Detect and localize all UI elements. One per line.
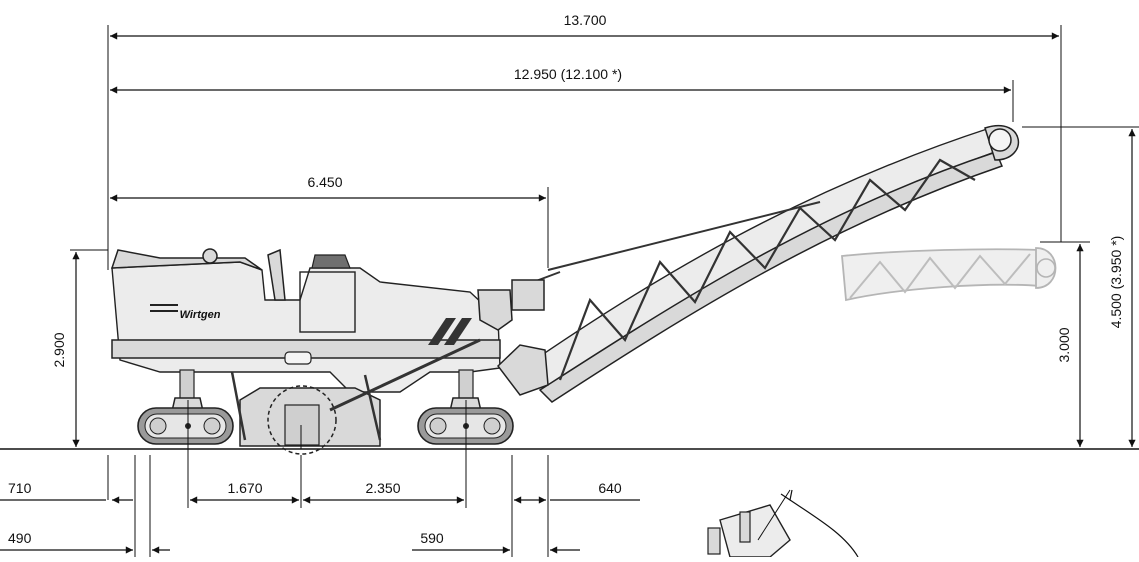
label-front-track-offset: 490	[8, 530, 32, 546]
milling-machine: Wirtgen	[110, 248, 549, 455]
conveyor-raised	[511, 125, 1020, 403]
label-conveyor-length: 12.950 (12.100 *)	[514, 66, 622, 82]
conveyor-swivel-view	[707, 489, 859, 558]
label-rear-track-offset: 590	[420, 530, 444, 546]
brand-logo: Wirtgen	[180, 309, 221, 321]
conveyor-lowered-ghost	[841, 247, 1057, 302]
label-machine-length: 6.450	[307, 174, 342, 190]
label-rear-overhang: 640	[598, 480, 622, 496]
wheel-centerlines	[187, 400, 467, 449]
label-discharge-low: 3.000	[1056, 327, 1072, 362]
label-machine-height: 2.900	[51, 332, 67, 367]
label-discharge-high: 4.500 (3.950 *)	[1108, 236, 1124, 329]
label-wheelbase-rear: 2.350	[365, 480, 400, 496]
front-track-unit	[137, 369, 234, 445]
label-overall-length: 13.700	[564, 12, 607, 28]
label-front-overhang: 710	[8, 480, 32, 496]
label-wheelbase-front: 1.670	[227, 480, 262, 496]
